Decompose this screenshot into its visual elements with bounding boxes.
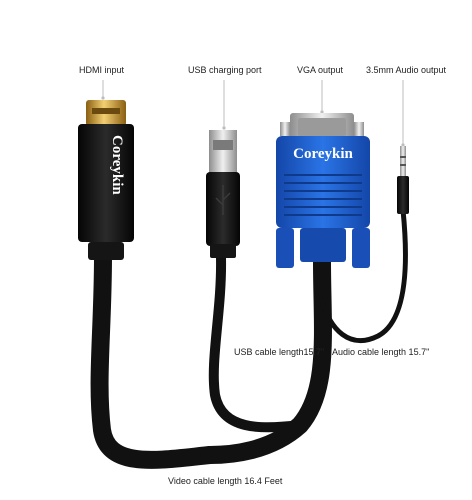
vga-output-label: VGA output — [297, 65, 344, 75]
usb-cable-length-label: USB cable length15.7" — [234, 347, 325, 357]
vga-brand-text: Coreykin — [293, 146, 353, 162]
cables — [90, 207, 408, 469]
hdmi-brand-text: Coreykin — [109, 135, 125, 195]
vga-cable — [201, 253, 332, 464]
usb-cable — [208, 253, 305, 433]
video-cable-length-label: Video cable length 16.4 Feet — [168, 476, 283, 486]
usb-icon — [215, 185, 231, 215]
audio-cable-length-label: Audio cable length 15.7" — [332, 347, 430, 357]
usb-charging-port-label: USB charging port — [188, 65, 262, 75]
callout-lines — [102, 80, 404, 145]
audio-cable — [319, 207, 408, 344]
video-cable — [90, 246, 219, 469]
audio-connector — [397, 146, 409, 214]
hdmi-connector: Coreykin — [78, 100, 134, 260]
vga-connector: Coreykin — [276, 113, 370, 268]
usb-connector — [206, 130, 240, 258]
hdmi-input-label: HDMI input — [79, 65, 125, 75]
audio-output-label: 3.5mm Audio output — [366, 65, 447, 75]
